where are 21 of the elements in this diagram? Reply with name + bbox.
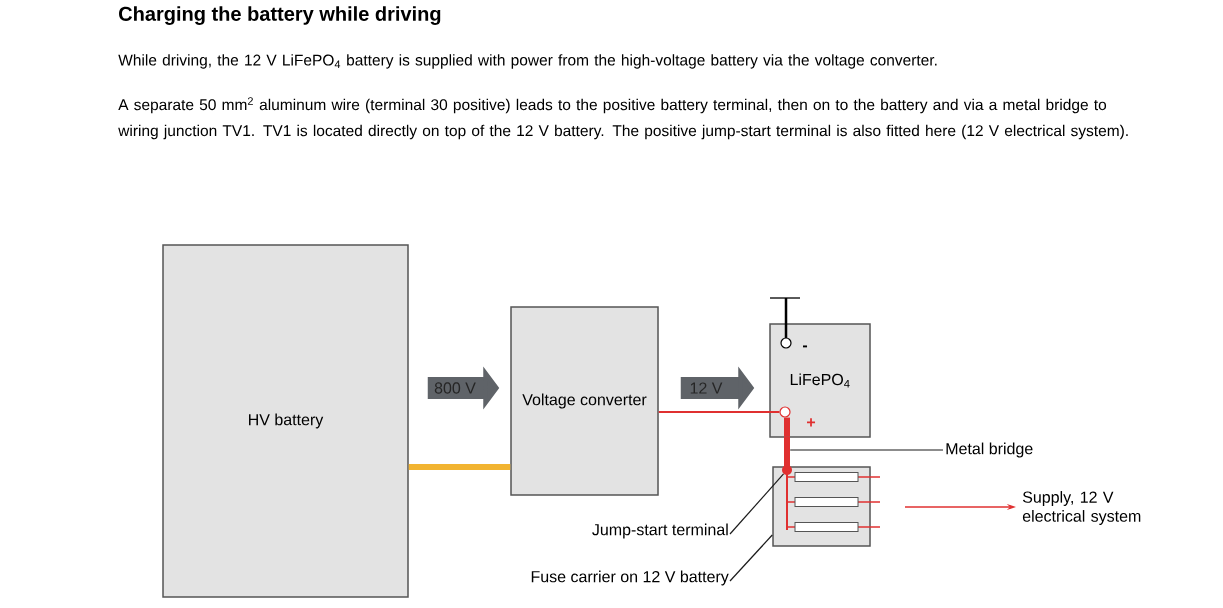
heading: Charging the battery while driving — [119, 6, 441, 25]
process-box: HV battery — [162, 244, 409, 598]
callout-label: Jump-start terminal — [592, 523, 728, 539]
leader-line — [789, 449, 944, 451]
metal-bridge — [784, 437, 790, 467]
callout-label: Fuse carrier on 12 V battery — [531, 570, 729, 586]
callout-label: Metal bridge — [946, 442, 1033, 458]
paragraph: While driving, the 12 V LiFePO$_{4}$ battery is supplied with power from the high-voltage battery via the voltage converter. — [118, 54, 937, 69]
leader-line — [729, 534, 773, 582]
cable — [408, 464, 511, 470]
process-box: Voltage converter — [510, 306, 659, 496]
callout-label: Supply, 12 V electrical system — [1022, 491, 1141, 525]
positive-terminal — [779, 406, 791, 418]
edge-label: 12 V — [690, 382, 723, 394]
edge-label: 800 V — [434, 382, 476, 394]
wire — [784, 417, 790, 437]
leader-line — [729, 473, 785, 535]
paragraph: A separate 50 mm$^{2}$ aluminum wire (terminal 30 positive) leads to the positive battery terminal, then on to the battery and via a metal bridge to wiring junction TV1. TV1 is located directly on top of the 12 V battery. The positive jump-start terminal is also fitted here (12 V electrical system). — [118, 97, 1128, 140]
wire — [658, 410, 780, 414]
polarity-sign: - — [802, 345, 808, 348]
polarity-sign: + — [807, 418, 816, 427]
